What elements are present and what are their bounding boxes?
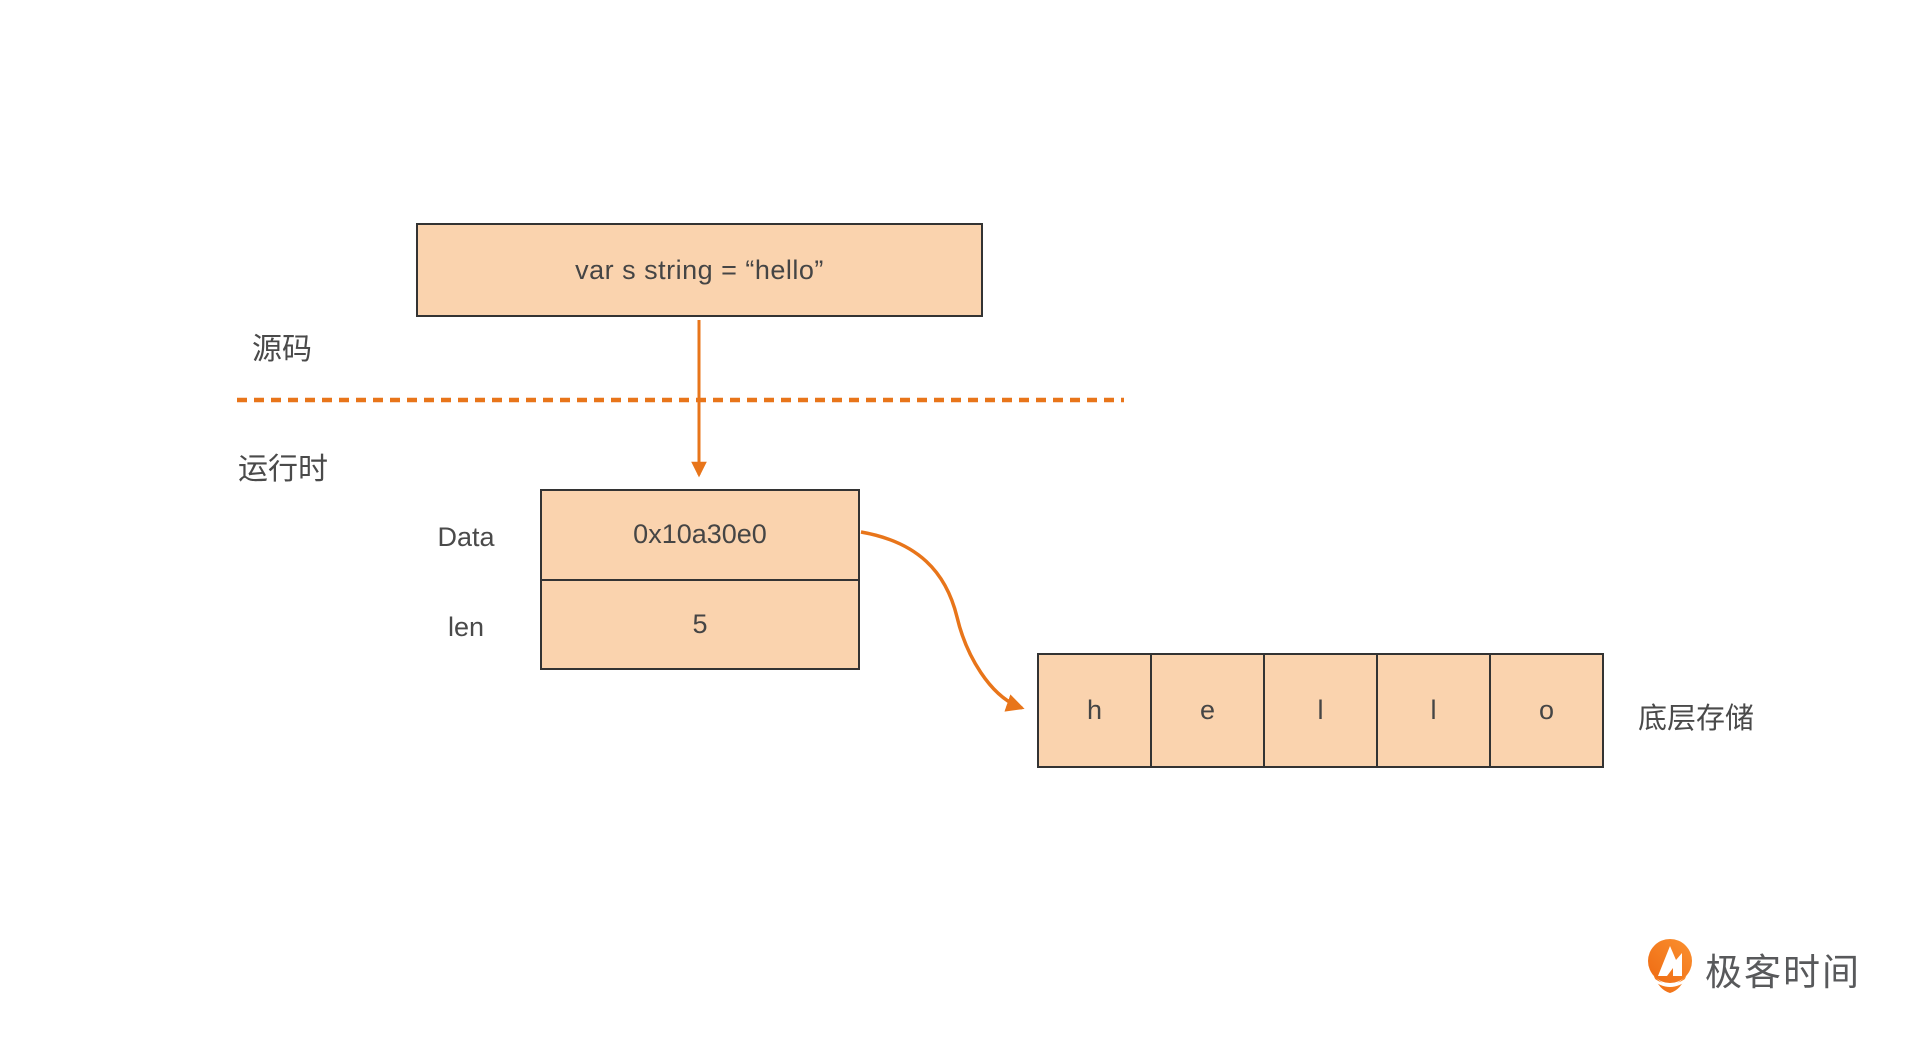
string-header-struct: 0x10a30e0 5	[540, 489, 860, 670]
source-code-zone-label: 源码	[252, 333, 312, 366]
len-value: 5	[692, 608, 708, 639]
source-code-box: var s string = “hello”	[416, 223, 983, 317]
struct-len-value-cell: 5	[542, 581, 858, 669]
geektime-logo-text: 极客时间	[1705, 952, 1861, 993]
underlying-storage-array: h e l l o	[1037, 653, 1604, 768]
source-code-text: var s string = “hello”	[575, 254, 824, 285]
storage-cell: h	[1037, 653, 1152, 768]
storage-cell: e	[1150, 653, 1265, 768]
storage-cell: o	[1489, 653, 1604, 768]
underlying-storage-label: 底层存储	[1638, 703, 1755, 735]
storage-cell-char: l	[1317, 695, 1324, 725]
data-pointer-to-storage-arrow	[860, 530, 1025, 712]
storage-cell-char: l	[1430, 695, 1437, 725]
geektime-logo: 极客时间	[1645, 938, 1861, 1000]
storage-cell-char: h	[1086, 695, 1103, 725]
geektime-logo-icon	[1648, 939, 1692, 993]
storage-cell-char: o	[1538, 695, 1555, 725]
data-pointer-value: 0x10a30e0	[633, 519, 767, 550]
storage-cell-char: e	[1199, 695, 1216, 725]
runtime-zone-label: 运行时	[238, 453, 328, 486]
struct-field-name-data: Data	[437, 522, 495, 552]
storage-cell: l	[1376, 653, 1491, 768]
struct-field-name-len: len	[447, 612, 485, 642]
storage-cell: l	[1263, 653, 1378, 768]
struct-data-value-cell: 0x10a30e0	[542, 491, 858, 581]
